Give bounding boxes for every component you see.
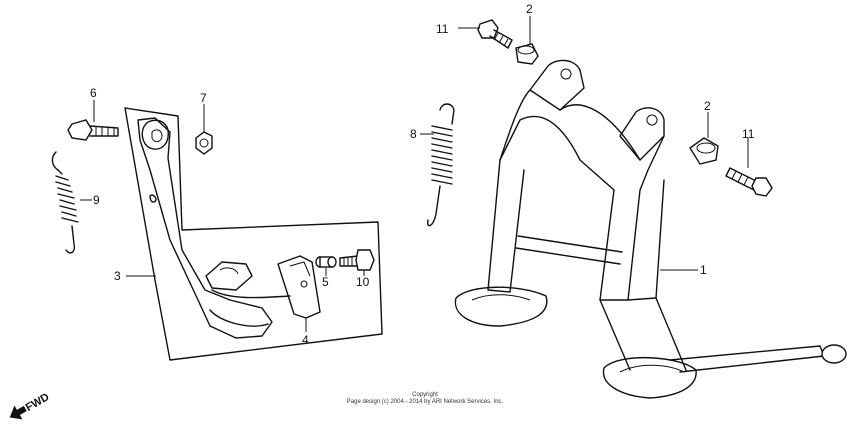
bolt-part-11-right [725, 167, 773, 197]
callout-2-right: 2 [704, 99, 711, 113]
copyright-line-2: Page design (c) 2004 - 2014 by ARI Netwo… [346, 399, 504, 405]
bolt-part-10 [339, 249, 375, 271]
callout-5: 5 [322, 275, 329, 289]
rubber-part-2-right [689, 137, 719, 165]
callout-11-top: 11 [436, 22, 449, 36]
callout-3: 3 [114, 269, 121, 283]
rubber-part-2-top [515, 43, 539, 65]
side-stand-assembly [124, 107, 383, 361]
fwd-label: FWD [24, 391, 52, 414]
stand-bracket-part-4 [277, 255, 321, 319]
callout-10: 10 [356, 275, 370, 289]
leader-lines [80, 16, 749, 332]
callout-4: 4 [302, 333, 309, 347]
callout-6: 6 [90, 86, 97, 100]
bolt-part-6 [67, 119, 119, 141]
copyright-line-1: Copyright [412, 392, 438, 398]
copyright-notice: Copyright Page design (c) 2004 - 2014 by… [300, 392, 550, 406]
callout-2-top: 2 [526, 2, 533, 16]
main-stand-part-1 [454, 59, 847, 399]
callout-7: 7 [200, 91, 207, 105]
fwd-arrow-icon [9, 405, 27, 420]
fwd-indicator: FWD [9, 391, 52, 420]
callout-1: 1 [700, 263, 707, 277]
nut-part-7 [195, 131, 213, 155]
spring-part-8 [426, 103, 455, 227]
collar-part-5 [315, 256, 337, 268]
spring-part-9 [51, 151, 79, 254]
callout-11-right: 11 [742, 127, 755, 141]
callout-9: 9 [93, 193, 100, 207]
bolt-part-11-top [477, 19, 513, 49]
callout-8: 8 [410, 127, 417, 141]
